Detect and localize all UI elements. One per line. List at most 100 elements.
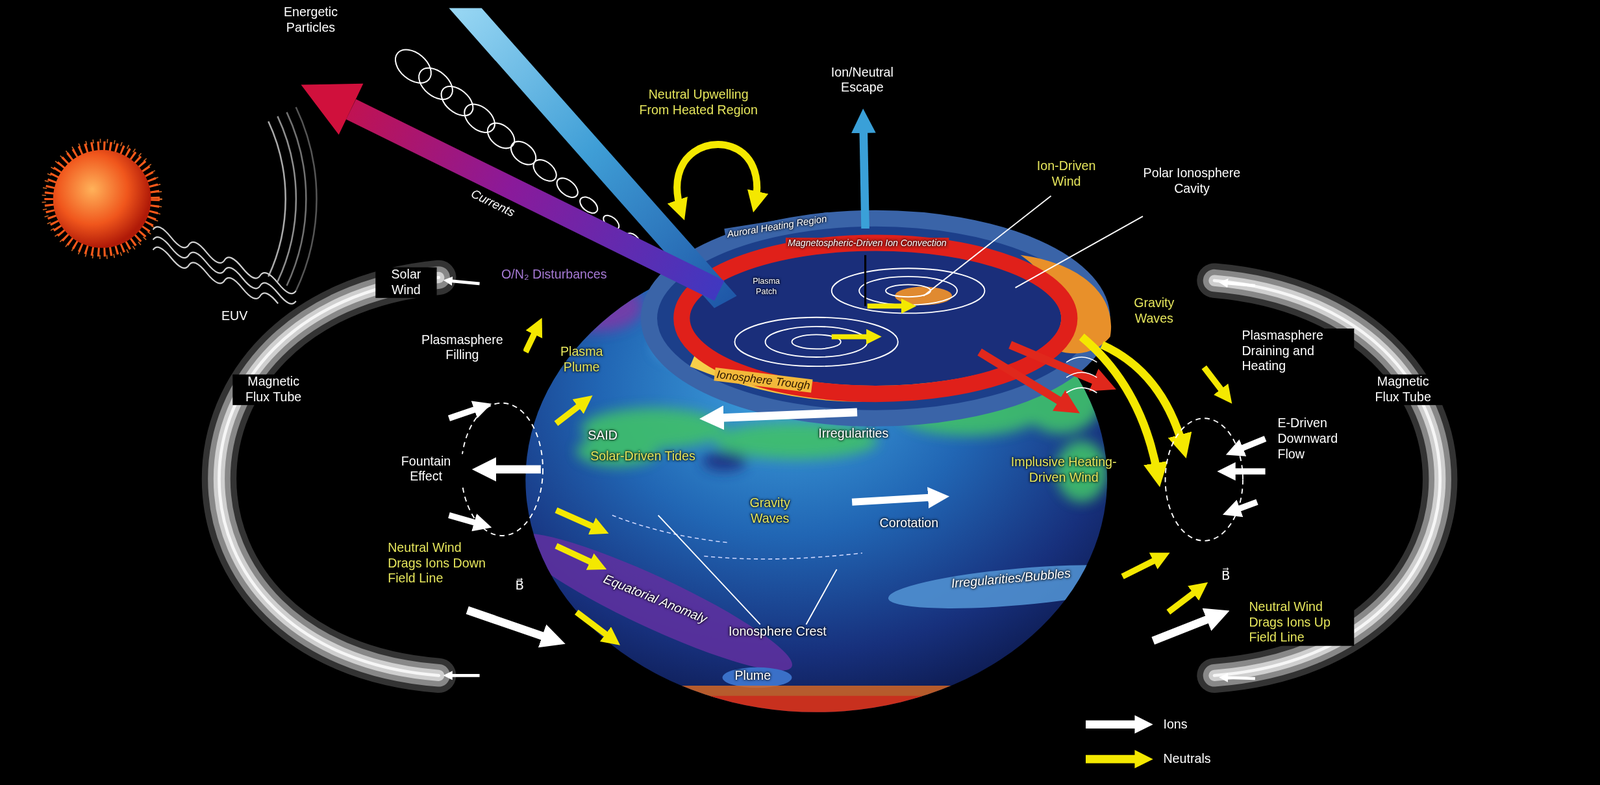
callout-label: Ion-Driven Wind — [1020, 159, 1112, 190]
callout-label: Magnetospheric-Driven Ion Convection — [785, 237, 949, 249]
neutral-arrow — [1122, 555, 1164, 576]
fountain-loop — [461, 403, 543, 536]
neutral-arrow — [555, 546, 600, 567]
neutral-arrow — [867, 303, 911, 310]
callout-label: Gravity Waves — [737, 496, 804, 527]
sun-symbol — [53, 150, 152, 249]
vector-symbol: B⃗ — [512, 577, 526, 593]
flux-tube — [1214, 280, 1441, 676]
neutral-arrow — [555, 510, 602, 531]
ion-arrow — [446, 674, 480, 678]
gravity-wave-lines — [1066, 357, 1097, 363]
callout-label: Energetic Particles — [267, 5, 355, 36]
polar-cap — [734, 317, 898, 367]
energetic-particle-beam — [506, 137, 541, 170]
gravity-wave-lines — [1066, 387, 1097, 393]
heating-arrow — [979, 344, 1108, 408]
callout-label: Irregularities/Bubbles — [948, 566, 1074, 593]
neutral-arrow — [555, 400, 587, 424]
ion-arrow — [709, 412, 858, 419]
energetic-particle-beam — [412, 61, 459, 106]
callout-label: Plume — [732, 668, 773, 684]
polar-cap — [648, 218, 1112, 419]
leader-line — [1015, 216, 1143, 288]
callout-label: Plasmasphere Filling — [401, 332, 525, 363]
earth-globe — [503, 246, 1154, 727]
energetic-particle-beam — [459, 98, 500, 139]
gravity-wave-lines — [1066, 357, 1097, 393]
neutral-arrow — [1168, 587, 1202, 613]
callout-label: Solar-Driven Tides — [587, 448, 700, 465]
solar-wind-waves — [277, 116, 296, 282]
legend-arrow — [1085, 755, 1138, 764]
sun-symbol — [48, 146, 155, 252]
escape-arrow — [862, 118, 865, 229]
callout-label: Equatorial Anomaly — [599, 570, 712, 628]
legend-arrow — [1083, 714, 1156, 735]
callout-label: Plasma Patch — [746, 276, 786, 297]
sun-symbol — [44, 140, 161, 258]
callout-label: Plasma Plume — [551, 344, 613, 376]
callout-label: Ion/Neutral Escape — [816, 65, 908, 97]
solar-wind-waves — [287, 112, 307, 286]
ion-arrow — [446, 280, 1265, 679]
legend-arrow — [1085, 720, 1138, 729]
ion-arrow — [448, 405, 485, 419]
neutral-arrow — [576, 612, 615, 641]
energetic-particle-beam — [553, 174, 582, 202]
callout-label: Polar Ionosphere Cavity — [1140, 166, 1243, 197]
callout-label: Ionosphere Trough — [713, 367, 813, 393]
ion-arrow — [1229, 501, 1258, 513]
ion-arrow — [1153, 614, 1221, 641]
fountain-loop — [461, 403, 1243, 541]
solar-wind-waves — [268, 121, 286, 277]
neutral-arrow — [1101, 344, 1184, 449]
solar-wind-waves — [268, 107, 317, 291]
ion-arrow — [1222, 282, 1256, 286]
ion-arrow — [851, 496, 941, 502]
ion-arrow — [1224, 468, 1266, 475]
callout-label: Fountain Effect — [387, 453, 465, 485]
callout-label: Irregularities — [816, 426, 891, 443]
callout-label: Magnetic Flux Tube — [1362, 374, 1445, 406]
energetic-particle-beam — [448, 8, 737, 309]
polar-cap — [831, 268, 986, 313]
current-arrow — [301, 83, 364, 136]
sun-symbol — [44, 140, 161, 258]
callout-label: Gravity Waves — [1122, 296, 1186, 327]
legend-row: Neutrals — [1083, 748, 1212, 769]
polar-cap — [864, 255, 867, 307]
gravity-wave-lines — [1066, 372, 1097, 378]
neutral-arrow — [831, 334, 876, 340]
ion-arrow — [467, 610, 557, 641]
earth-globe — [510, 696, 1123, 727]
current-arrow — [351, 109, 720, 291]
callout-label: Corotation — [877, 516, 941, 532]
callout-label: Currents — [466, 185, 520, 222]
callout-label: Neutral Upwelling From Heated Region — [634, 87, 762, 119]
ion-arrow — [1222, 677, 1256, 679]
callout-label: EUV — [219, 309, 250, 325]
polar-cap — [765, 326, 868, 358]
callout-label: O/N₂ Disturbances — [498, 267, 611, 284]
legend-text: Ions — [1162, 717, 1188, 732]
euv-rays — [153, 237, 297, 304]
polar-cap — [734, 268, 985, 367]
heating-arrow — [1010, 344, 1108, 386]
earth-globe — [525, 246, 1108, 713]
neutral-arrow — [1203, 367, 1228, 399]
callout-label: Ionosphere Crest — [726, 624, 829, 641]
neutral-arrow — [677, 144, 758, 213]
earth-globe — [703, 553, 863, 560]
callout-label: SAID — [585, 428, 620, 445]
energetic-particle-beam — [529, 155, 560, 186]
callout-label: Magnetic Flux Tube — [232, 374, 315, 406]
euv-rays — [153, 247, 279, 304]
legend-text: Neutrals — [1162, 751, 1211, 767]
fountain-loop — [1165, 418, 1243, 541]
callout-label: Auroral Heating Region — [724, 212, 830, 241]
euv-rays — [153, 226, 297, 304]
legend-arrow — [1134, 750, 1153, 769]
neutral-arrow — [525, 144, 1228, 641]
legend-arrow — [1083, 748, 1156, 769]
